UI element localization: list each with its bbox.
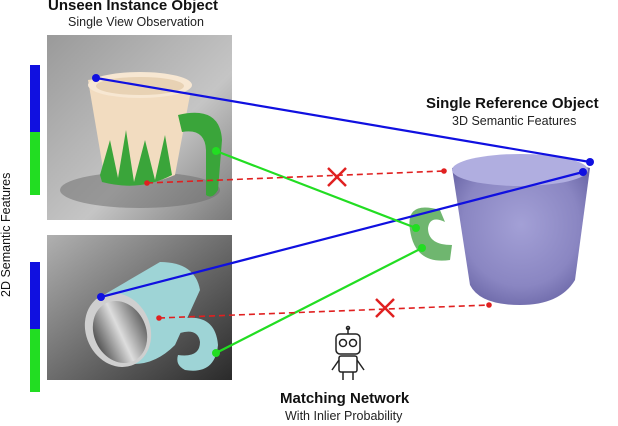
- match-points: [92, 74, 594, 357]
- network-subtitle: With Inlier Probability: [285, 409, 403, 423]
- blue-match-line-bottom: [100, 170, 584, 299]
- reject-x-icon-bottom: [375, 298, 395, 318]
- robot-icon: [331, 325, 365, 380]
- bottom-feature-bar: [30, 262, 40, 392]
- instance-photo-bottom: [47, 235, 232, 380]
- instance-photo-top: [47, 35, 232, 220]
- blue-match-line-top: [95, 76, 591, 164]
- red-outlier-line-bottom: [158, 304, 490, 319]
- network-title: Matching Network: [280, 390, 410, 407]
- reference-subtitle: 3D Semantic Features: [452, 114, 577, 128]
- instance-subtitle: Single View Observation: [68, 15, 204, 29]
- reference-title: Single Reference Object: [426, 95, 599, 112]
- green-match-line-top: [215, 149, 417, 230]
- top-feature-bar: [30, 65, 40, 195]
- instance-title: Unseen Instance Object: [48, 0, 219, 14]
- reject-x-icon-top: [327, 167, 347, 187]
- green-match-line-bottom: [215, 247, 423, 354]
